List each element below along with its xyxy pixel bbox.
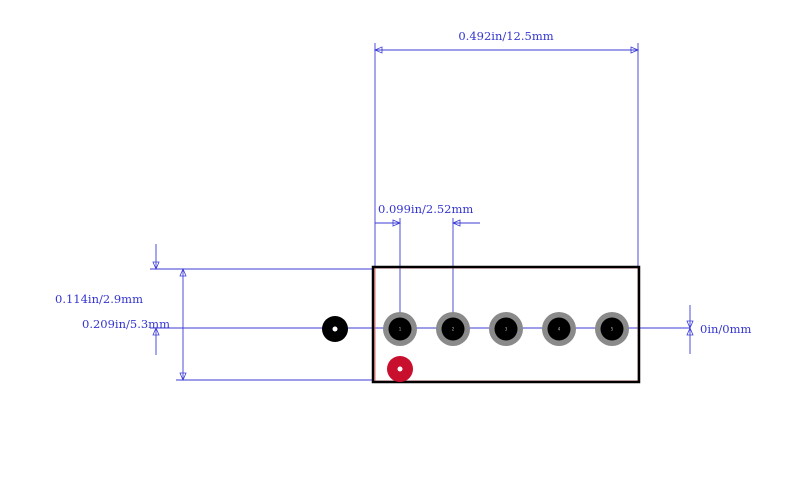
reference-hole — [322, 316, 348, 342]
arrow-down-icon — [686, 320, 694, 330]
pin-pad-core — [494, 317, 518, 341]
pins-layer: 1 2 3 4 5 — [383, 312, 629, 346]
arrow-right-icon — [630, 46, 640, 54]
pin-3: 3 — [489, 312, 523, 346]
pin-number-label: 3 — [505, 327, 508, 332]
pin-number-label: 5 — [611, 327, 614, 332]
arrow-left-icon — [373, 46, 383, 54]
dim-offset: 0in/0mm — [686, 305, 751, 354]
arrow-up-icon — [686, 326, 694, 336]
pin-2: 2 — [436, 312, 470, 346]
arrow-down-icon — [152, 261, 160, 271]
pin-number-label: 2 — [452, 327, 455, 332]
pin-number-label: 4 — [558, 327, 561, 332]
dim-overall-width: 0.492in/12.5mm — [373, 29, 640, 266]
arrow-up-icon — [179, 267, 187, 277]
pin-pad-core — [600, 317, 624, 341]
arrow-down-icon — [179, 372, 187, 382]
dim-label-offset: 0in/0mm — [700, 322, 751, 336]
pin-pad-core — [441, 317, 465, 341]
dim-label-pitch: 0.099in/2.52mm — [378, 202, 473, 216]
dim-label-pin-to-edge: 0.114in/2.9mm — [55, 292, 143, 306]
arrow-left-icon — [451, 219, 461, 227]
pin-4: 4 — [542, 312, 576, 346]
dim-label-overall-width: 0.492in/12.5mm — [458, 29, 553, 43]
pin-5: 5 — [595, 312, 629, 346]
pin-pad-core — [547, 317, 571, 341]
reference-hole-drill — [332, 326, 338, 332]
pin-number-label: 1 — [399, 327, 402, 332]
pin-pad-core — [388, 317, 412, 341]
arrow-up-icon — [152, 326, 160, 336]
dim-label-overall-height: 0.209in/5.3mm — [82, 317, 170, 331]
pin1-marker-center — [397, 366, 403, 372]
arrow-right-icon — [392, 219, 402, 227]
dim-pitch: 0.099in/2.52mm — [375, 202, 480, 328]
pin1-marker — [387, 356, 413, 382]
pin-1: 1 — [383, 312, 417, 346]
package-outline — [371, 265, 641, 384]
